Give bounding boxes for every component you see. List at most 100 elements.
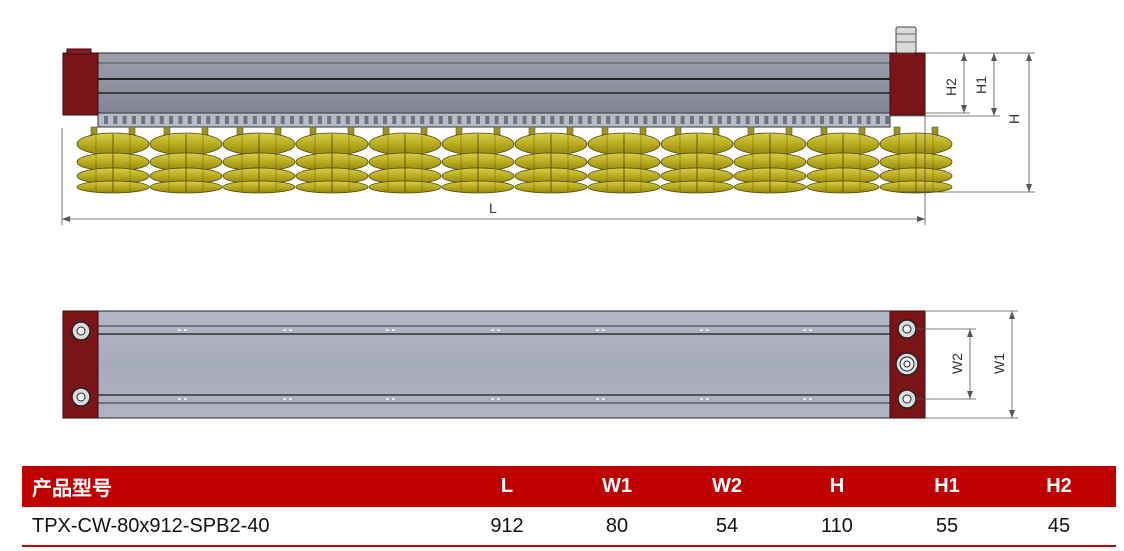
- rail-tick: [848, 116, 852, 124]
- suction-cup: [368, 126, 442, 194]
- dim-label-h2: H2: [943, 78, 959, 96]
- rail-tick: [271, 116, 276, 124]
- rail-tick: [634, 116, 639, 124]
- rail-tick: [113, 116, 118, 124]
- rail-ticks: [104, 116, 890, 124]
- technical-drawing: L H H1 H2: [61, 26, 1035, 419]
- rail-tick: [792, 116, 797, 124]
- rail-tick: [327, 116, 332, 124]
- cell-w1: 80: [562, 507, 672, 547]
- header-l: L: [452, 466, 562, 507]
- rail-tick: [810, 116, 815, 124]
- rail-tick: [569, 116, 573, 124]
- dim-label-h: H: [1006, 114, 1022, 124]
- suction-cup-row: [76, 126, 953, 194]
- cell-l: 912: [452, 507, 562, 547]
- right-end-cap: [889, 52, 926, 116]
- rail-tick: [420, 116, 425, 124]
- rail-tick: [885, 116, 890, 124]
- header-w2: W2: [672, 466, 782, 507]
- rail-tick: [252, 116, 257, 124]
- rail-tick: [466, 116, 471, 124]
- rail-tick: [773, 116, 778, 124]
- header-model: 产品型号: [22, 466, 452, 507]
- rail-tick: [364, 116, 369, 124]
- suction-cup: [660, 126, 734, 194]
- rail-tick: [550, 116, 555, 124]
- rail-tick: [875, 116, 880, 124]
- rail-tick: [820, 116, 825, 124]
- suction-cup: [879, 126, 953, 194]
- dim-label-h1: H1: [973, 76, 989, 94]
- rail-tick: [308, 116, 313, 124]
- rail-tick: [448, 116, 453, 124]
- dim-label-l: L: [489, 200, 497, 216]
- rail-tick: [290, 116, 294, 124]
- rail-tick: [652, 116, 657, 124]
- dim-label-w2: W2: [949, 353, 965, 374]
- rail-tick: [596, 116, 601, 124]
- header-h2: H2: [1002, 466, 1116, 507]
- rail-tick: [838, 116, 843, 124]
- rail-tick: [857, 116, 862, 124]
- rail-tick: [689, 116, 694, 124]
- rail-tick: [224, 116, 229, 124]
- rail-tick: [392, 116, 397, 124]
- rail-tick: [476, 116, 480, 124]
- rail-tick: [429, 116, 434, 124]
- rail-tick: [624, 116, 629, 124]
- rail-tick: [755, 116, 759, 124]
- rail-tick: [671, 116, 676, 124]
- rail-tick: [355, 116, 360, 124]
- rail-tick: [457, 116, 462, 124]
- rail-tick: [503, 116, 508, 124]
- rail-tick: [587, 116, 592, 124]
- rail-tick: [336, 116, 341, 124]
- rail-tick: [150, 116, 155, 124]
- top-body: [97, 310, 891, 419]
- suction-cup: [441, 126, 515, 194]
- rail-tick: [541, 116, 546, 124]
- header-h1: H1: [892, 466, 1002, 507]
- rail-tick: [401, 116, 406, 124]
- cell-h2: 45: [1002, 507, 1116, 547]
- cell-model: TPX-CW-80x912-SPB2-40: [22, 507, 452, 547]
- rail-tick: [513, 116, 518, 124]
- suction-cup: [149, 126, 223, 194]
- rail-tick: [643, 116, 648, 124]
- suction-cup: [295, 126, 369, 194]
- front-body: [97, 52, 891, 116]
- air-fitting: [895, 26, 917, 54]
- rail-tick: [104, 116, 108, 124]
- rail-tick: [317, 116, 322, 124]
- rail-tick: [206, 116, 211, 124]
- suction-cup: [806, 126, 880, 194]
- rail-tick: [485, 116, 490, 124]
- header-w1: W1: [562, 466, 672, 507]
- cell-w2: 54: [672, 507, 782, 547]
- front-view: L H H1 H2: [61, 26, 1035, 225]
- rail-tick: [243, 116, 248, 124]
- rail-tick: [197, 116, 201, 124]
- rail-tick: [438, 116, 443, 124]
- suction-cup: [222, 126, 296, 194]
- rail-tick: [159, 116, 164, 124]
- table-header-row: 产品型号 L W1 W2 H H1 H2: [22, 466, 1116, 507]
- rail-tick: [262, 116, 267, 124]
- rail-tick: [531, 116, 536, 124]
- suction-cup: [587, 126, 661, 194]
- suction-cup: [76, 126, 150, 194]
- rail-tick: [299, 116, 304, 124]
- rail-tick: [764, 116, 769, 124]
- rail-tick: [578, 116, 583, 124]
- rail-tick: [745, 116, 750, 124]
- rail-tick: [178, 116, 183, 124]
- rail-tick: [383, 116, 387, 124]
- rail-tick: [866, 116, 871, 124]
- rail-tick: [345, 116, 350, 124]
- rail-tick: [131, 116, 136, 124]
- rail-tick: [187, 116, 192, 124]
- left-end-cap: [62, 52, 99, 116]
- rail-tick: [662, 116, 666, 124]
- rail-tick: [829, 116, 834, 124]
